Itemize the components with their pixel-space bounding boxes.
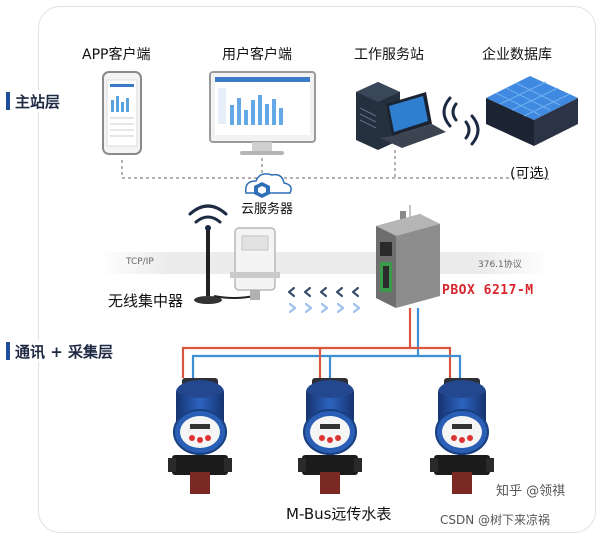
- cloud-icon: [244, 173, 292, 198]
- layer-master-label: 主站层: [15, 93, 61, 111]
- layer-master: 主站层: [0, 90, 110, 112]
- pbox-gateway-icon: [376, 211, 440, 308]
- band-text-right: 376.1协议: [478, 260, 522, 270]
- watermark-zhihu: 知乎 @领祺: [496, 484, 566, 499]
- layer-marker: [6, 342, 10, 360]
- label-enterprise-db: 企业数据库: [482, 47, 552, 63]
- layer-marker: [6, 92, 10, 110]
- label-pbox: PBOX 6217-M: [442, 283, 534, 298]
- wireless-arrows: [287, 286, 361, 314]
- mbus-cables: [181, 308, 462, 378]
- monitor-icon: [209, 71, 316, 155]
- footer-credit: CSDN @树下来凉祸: [440, 513, 551, 527]
- label-app-client: APP客户端: [82, 47, 151, 63]
- database-icon: [486, 76, 578, 146]
- water-meter-icon: [298, 378, 362, 494]
- label-wireless-concentrator: 无线集中器: [108, 292, 184, 310]
- water-meter-icon: [168, 378, 232, 494]
- layer-collect-label: 通讯 + 采集层: [15, 343, 114, 361]
- water-meter-icon: [430, 378, 494, 494]
- diagram-panel: [38, 6, 596, 533]
- concentrator-icon: [230, 227, 280, 300]
- band-text-left: TCP/IP: [126, 257, 154, 267]
- label-cloud-server: 云服务器: [241, 202, 294, 217]
- label-workstation: 工作服务站: [354, 47, 424, 63]
- wifi-icon: [442, 96, 480, 146]
- label-user-client: 用户客户端: [222, 47, 292, 63]
- server-laptop-icon: [356, 82, 446, 150]
- layer-collect: 通讯 + 采集层: [0, 340, 130, 362]
- phone-app-icon: [102, 71, 142, 155]
- cloud-dashed-links: [121, 150, 549, 180]
- label-meters: M-Bus远传水表: [286, 505, 392, 523]
- label-optional: (可选): [510, 166, 549, 182]
